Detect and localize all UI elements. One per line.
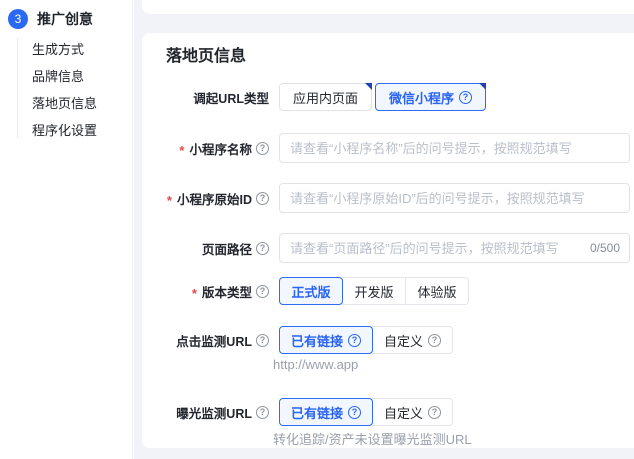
row-miniprogram-original-id: * 小程序原始ID bbox=[166, 183, 630, 213]
help-icon[interactable] bbox=[348, 405, 362, 419]
option-label: 自定义 bbox=[384, 333, 424, 349]
page-path-label: 页面路径 bbox=[166, 239, 269, 258]
url-type-option-in-app-page[interactable]: 应用内页面 bbox=[279, 83, 373, 111]
row-page-path: 页面路径 0/500 bbox=[166, 233, 630, 263]
option-label: 微信小程序 bbox=[389, 90, 455, 106]
main-content: 落地页信息 调起URL类型 应用内页面 微信小程序 bbox=[134, 0, 634, 459]
required-asterisk: * bbox=[179, 142, 185, 158]
page-path-control: 0/500 bbox=[279, 233, 630, 263]
exposure-monitor-url-label: 曝光监测URL bbox=[166, 403, 269, 422]
help-icon[interactable] bbox=[256, 191, 269, 205]
sidebar-item-brand-info[interactable]: 品牌信息 bbox=[32, 69, 85, 84]
click-monitor-helper-text: http://www.app bbox=[273, 357, 359, 372]
click-monitor-url-label-text: 点击监测URL bbox=[176, 334, 252, 349]
version-type-options: 正式版 开发版 体验版 bbox=[279, 277, 469, 305]
miniprogram-original-id-label-text: 小程序原始ID bbox=[176, 192, 252, 207]
step-number-badge: 3 bbox=[8, 9, 28, 29]
exposure-monitor-url-label-text: 曝光监测URL bbox=[176, 406, 252, 421]
click-monitor-option-custom[interactable]: 自定义 bbox=[372, 326, 454, 354]
help-icon[interactable] bbox=[256, 284, 269, 298]
required-asterisk: * bbox=[191, 285, 197, 301]
page-path-input-wrap: 0/500 bbox=[279, 233, 630, 263]
miniprogram-name-input-wrap bbox=[279, 133, 630, 163]
miniprogram-name-label-text: 小程序名称 bbox=[189, 142, 252, 157]
new-corner-badge-icon bbox=[365, 83, 373, 90]
sidebar-item-generation-method[interactable]: 生成方式 bbox=[32, 42, 85, 57]
sidebar-item-programmatic-settings[interactable]: 程序化设置 bbox=[32, 123, 98, 138]
help-icon[interactable] bbox=[348, 333, 362, 347]
url-type-label: 调起URL类型 bbox=[166, 88, 269, 107]
option-label: 已有链接 bbox=[291, 405, 344, 421]
miniprogram-original-id-control bbox=[279, 183, 630, 213]
row-url-type: 调起URL类型 应用内页面 微信小程序 bbox=[166, 83, 487, 111]
url-type-label-text: 调起URL类型 bbox=[193, 91, 269, 106]
version-option-trial[interactable]: 体验版 bbox=[405, 277, 469, 305]
version-type-label-text: 版本类型 bbox=[201, 285, 252, 300]
version-segmented-control: 正式版 开发版 体验版 bbox=[279, 277, 469, 305]
url-type-option-wechat-miniprogram[interactable]: 微信小程序 bbox=[375, 83, 487, 111]
exposure-monitor-option-custom[interactable]: 自定义 bbox=[372, 398, 454, 426]
click-monitor-options: 已有链接 自定义 bbox=[279, 326, 454, 354]
option-label: 应用内页面 bbox=[293, 90, 359, 106]
click-monitor-option-existing-link[interactable]: 已有链接 bbox=[279, 326, 374, 354]
miniprogram-original-id-input[interactable] bbox=[279, 183, 630, 213]
click-monitor-segmented-control: 已有链接 自定义 bbox=[279, 326, 454, 354]
new-corner-badge-icon bbox=[479, 83, 487, 90]
step-rail-line bbox=[17, 38, 18, 138]
step-sub-items: 生成方式 品牌信息 落地页信息 程序化设置 bbox=[32, 36, 97, 144]
exposure-monitor-option-existing-link[interactable]: 已有链接 bbox=[279, 398, 374, 426]
help-icon[interactable] bbox=[428, 405, 442, 419]
miniprogram-name-input[interactable] bbox=[279, 133, 630, 163]
previous-section-card bbox=[142, 0, 634, 14]
miniprogram-name-label: * 小程序名称 bbox=[166, 139, 269, 158]
miniprogram-original-id-label: * 小程序原始ID bbox=[166, 189, 269, 208]
row-exposure-monitor-url: 曝光监测URL 已有链接 自定义 bbox=[166, 398, 454, 426]
exposure-monitor-segmented-control: 已有链接 自定义 bbox=[279, 398, 454, 426]
sidebar-item-landing-page-info[interactable]: 落地页信息 bbox=[32, 96, 98, 111]
help-icon[interactable] bbox=[256, 405, 269, 419]
help-icon[interactable] bbox=[256, 141, 269, 155]
page-path-label-text: 页面路径 bbox=[201, 242, 252, 257]
version-type-label: * 版本类型 bbox=[166, 282, 269, 301]
section-title: 落地页信息 bbox=[166, 48, 247, 65]
help-icon[interactable] bbox=[256, 241, 269, 255]
landing-page-info-card: 落地页信息 调起URL类型 应用内页面 微信小程序 bbox=[142, 33, 634, 448]
step-sidebar: 3 推广创意 生成方式 品牌信息 落地页信息 程序化设置 bbox=[0, 0, 133, 459]
option-label: 已有链接 bbox=[291, 333, 344, 349]
row-version-type: * 版本类型 正式版 开发版 体验版 bbox=[166, 277, 469, 305]
page-path-input[interactable] bbox=[279, 233, 630, 263]
sidebar-step-promotion-creative[interactable]: 3 推广创意 bbox=[8, 9, 93, 29]
help-icon[interactable] bbox=[459, 90, 473, 104]
version-option-develop[interactable]: 开发版 bbox=[342, 277, 406, 305]
version-option-release[interactable]: 正式版 bbox=[279, 277, 343, 305]
url-type-options: 应用内页面 微信小程序 bbox=[279, 83, 487, 111]
step-title: 推广创意 bbox=[37, 11, 93, 27]
click-monitor-url-label: 点击监测URL bbox=[166, 331, 269, 350]
help-icon[interactable] bbox=[428, 333, 442, 347]
miniprogram-original-id-input-wrap bbox=[279, 183, 630, 213]
option-label: 自定义 bbox=[384, 405, 424, 421]
miniprogram-name-control bbox=[279, 133, 630, 163]
char-counter: 0/500 bbox=[589, 241, 620, 255]
exposure-monitor-helper-text: 转化追踪/资产未设置曝光监测URL bbox=[273, 432, 472, 447]
required-asterisk: * bbox=[166, 192, 172, 208]
row-miniprogram-name: * 小程序名称 bbox=[166, 133, 630, 163]
exposure-monitor-options: 已有链接 自定义 bbox=[279, 398, 454, 426]
help-icon[interactable] bbox=[256, 333, 269, 347]
row-click-monitor-url: 点击监测URL 已有链接 自定义 bbox=[166, 326, 454, 354]
